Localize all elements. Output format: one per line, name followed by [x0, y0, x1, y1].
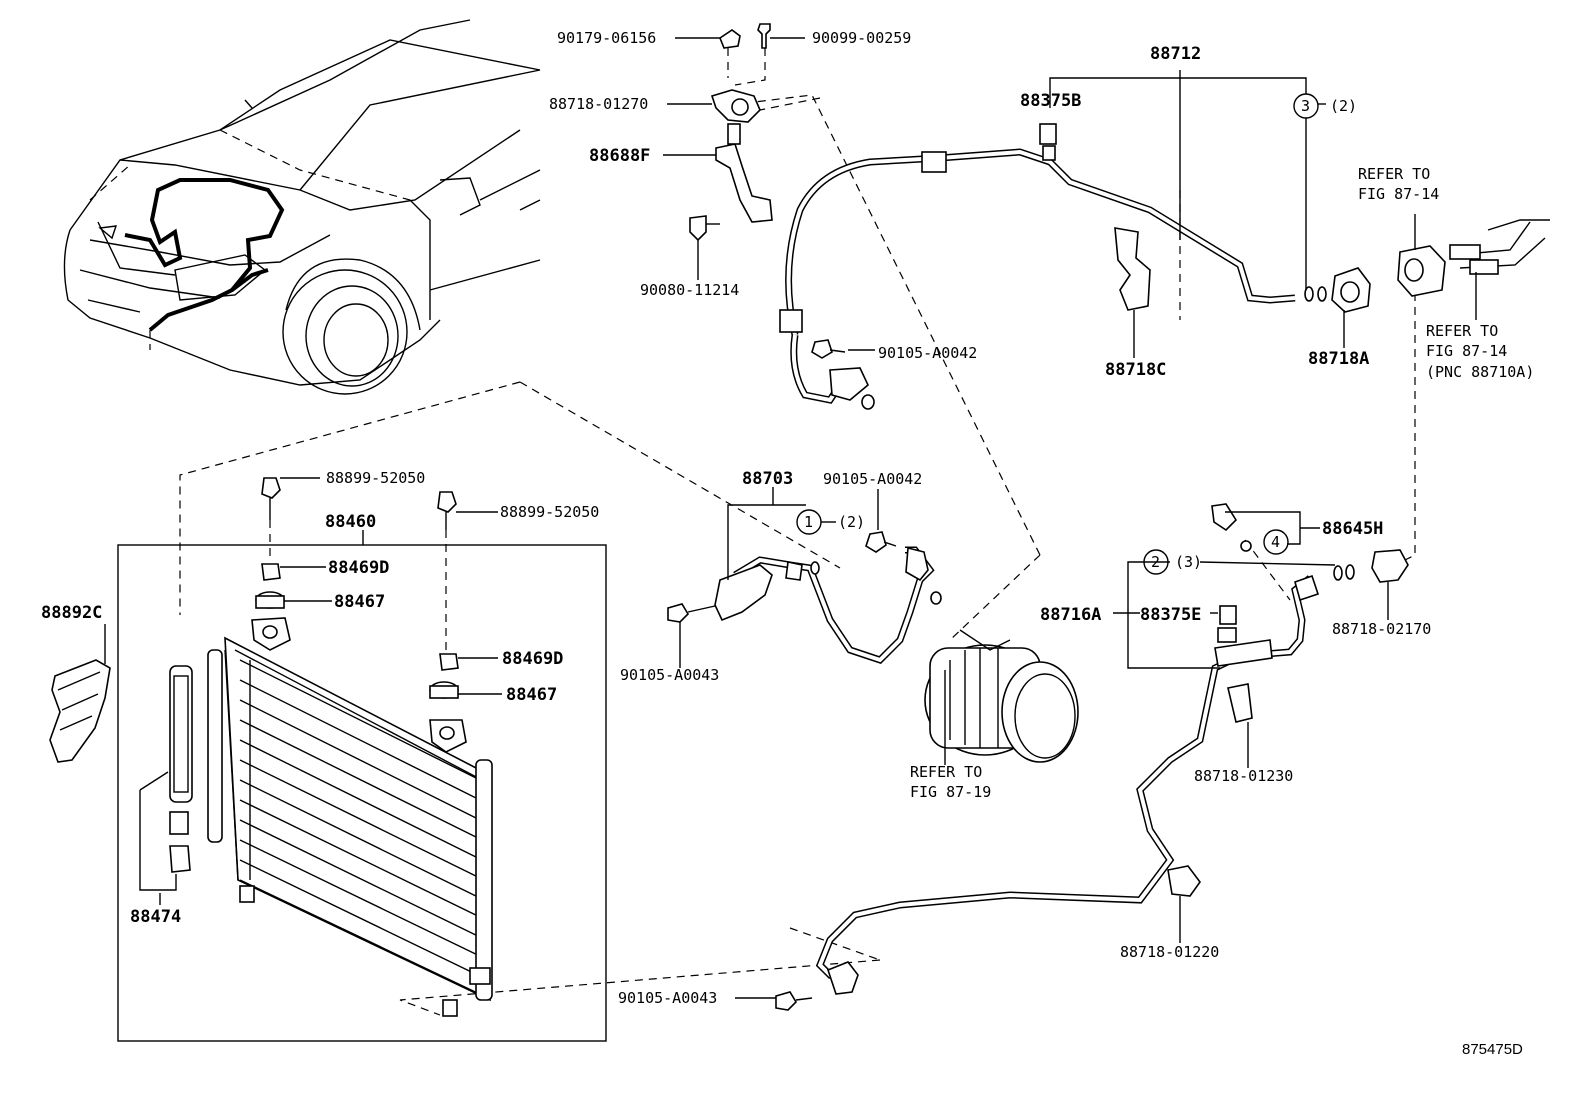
label-88718-01230: 88718-01230 — [1194, 767, 1293, 785]
discharge-hose-88703 — [714, 546, 942, 665]
label-88899-52050-right: 88899-52050 — [500, 503, 599, 521]
refer-fig-87-14-top-l2: FIG 87-14 — [1358, 185, 1439, 203]
refer-fig-87-14-top-l1: REFER TO — [1358, 165, 1430, 183]
bracket-88718c — [1114, 227, 1151, 311]
upper-clamp-group — [689, 23, 773, 242]
label-88474: 88474 — [130, 907, 181, 927]
label-88712: 88712 — [1150, 44, 1201, 64]
label-88718-02170: 88718-02170 — [1332, 620, 1431, 638]
refer-fig-87-14-right-l2: FIG 87-14 — [1426, 342, 1507, 360]
label-88716a: 88716A — [1040, 605, 1101, 625]
refer-fig-87-14-right-l1: REFER TO — [1426, 322, 1498, 340]
evaporator-fitting — [1397, 219, 1550, 297]
liquid-pipe-88716a — [815, 503, 1409, 995]
label-88469d-right: 88469D — [502, 649, 563, 669]
seal-88892c — [49, 659, 111, 763]
label-90099-00259: 90099-00259 — [812, 29, 911, 47]
label-88718-01220: 88718-01220 — [1120, 943, 1219, 961]
condenser-group-box — [117, 544, 607, 1042]
label-88460: 88460 — [325, 512, 376, 532]
circle-3 — [1293, 93, 1319, 119]
leader-lines — [104, 37, 1477, 999]
label-88718-01270: 88718-01270 — [549, 95, 648, 113]
label-90105-a0043-lower: 90105-A0043 — [618, 989, 717, 1007]
circle-2 — [1143, 549, 1169, 575]
label-88469d-left: 88469D — [328, 558, 389, 578]
label-88375b: 88375B — [1020, 91, 1081, 111]
clamp-88718a-hole — [1340, 281, 1360, 303]
diagram-id: 875475D — [1462, 1041, 1523, 1058]
circle-2-number: 2 — [1151, 553, 1160, 571]
label-90105-a0042-upper: 90105-A0042 — [878, 344, 977, 362]
circle-1-number: 1 — [804, 513, 813, 531]
circle-2-qty: (3) — [1175, 553, 1202, 571]
vehicle-front-illustration — [63, 19, 541, 395]
condenser-illustration — [139, 477, 493, 1017]
label-88467-right: 88467 — [506, 685, 557, 705]
refer-fig-87-19-l1: REFER TO — [910, 763, 982, 781]
circle-1-qty: (2) — [838, 513, 865, 531]
label-90105-a0042-mid: 90105-A0042 — [823, 470, 922, 488]
label-88688f: 88688F — [589, 146, 650, 166]
label-88718a: 88718A — [1308, 349, 1369, 369]
label-88645h: 88645H — [1322, 519, 1383, 539]
refer-fig-87-19-l2: FIG 87-19 — [910, 783, 991, 801]
label-88375e: 88375E — [1140, 605, 1201, 625]
label-88899-52050-left: 88899-52050 — [326, 469, 425, 487]
refer-fig-87-14-right-l3: (PNC 88710A) — [1426, 363, 1534, 381]
label-90080-11214: 90080-11214 — [640, 281, 739, 299]
circle-3-number: 3 — [1301, 97, 1310, 115]
bolt-group — [667, 339, 897, 1011]
label-88467-left: 88467 — [334, 592, 385, 612]
suction-pipe-88712 — [779, 123, 1327, 410]
compressor-reference — [924, 629, 1079, 763]
circle-3-qty: (2) — [1330, 97, 1357, 115]
label-88718c: 88718C — [1105, 360, 1166, 380]
circle-1 — [796, 509, 822, 535]
circle-4-number: 4 — [1271, 533, 1280, 551]
label-88703: 88703 — [742, 469, 793, 489]
label-90105-a0043-left: 90105-A0043 — [620, 666, 719, 684]
circle-4 — [1263, 529, 1289, 555]
label-90179-06156: 90179-06156 — [557, 29, 656, 47]
label-88892c: 88892C — [41, 603, 102, 623]
